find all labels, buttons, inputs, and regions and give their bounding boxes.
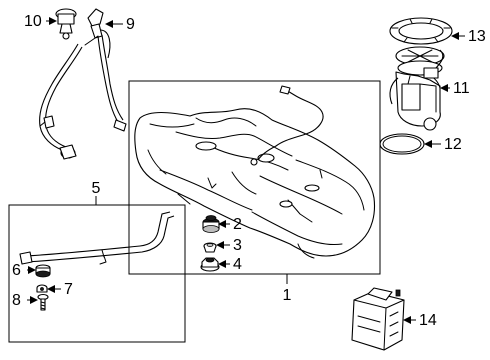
callout-6: 6 [12,262,36,279]
callout-10: 10 [24,13,57,30]
fuel-tank [134,108,376,259]
callout-7: 7 [47,281,73,298]
strap-group-frame [8,204,186,343]
callout-2-label: 2 [233,216,242,233]
callout-13-label: 13 [468,28,486,45]
callout-13: 13 [451,28,486,45]
callout-5-label: 5 [92,180,101,197]
strap-isolator-6 [35,264,51,278]
filler-cap [55,8,77,40]
callout-9-label: 9 [126,16,135,33]
fuel-pump-module [389,46,445,131]
callout-4: 4 [218,256,242,273]
callout-7-label: 7 [64,281,73,298]
callout-1-label: 1 [283,287,292,304]
pump-seal [379,133,425,155]
tank-vent-line [250,85,324,166]
callout-3-label: 3 [233,237,242,254]
callout-6-label: 6 [12,262,21,279]
bolt-8 [37,293,49,311]
lock-ring [389,17,453,45]
callout-14-label: 14 [419,312,437,329]
callout-5: 5 [92,180,101,205]
callout-9: 9 [105,16,135,33]
filler-neck-assembly [39,8,127,160]
tank-strap [19,211,175,265]
callout-3: 3 [216,237,242,254]
callout-4-label: 4 [233,256,242,273]
callout-1: 1 [283,274,292,304]
callout-10-label: 10 [24,13,42,30]
callout-12-label: 12 [444,136,462,153]
callout-2: 2 [218,216,242,233]
nut-7 [36,284,48,293]
callout-8: 8 [12,292,38,309]
callout-8-label: 8 [12,292,21,309]
callout-11-label: 11 [453,80,470,97]
callout-11: 11 [440,80,470,97]
grommet-2 [202,215,220,233]
control-module [351,287,405,351]
isolator-4 [200,257,220,272]
spacer-3 [203,242,217,253]
callout-14: 14 [403,312,437,329]
callout-12: 12 [424,136,462,153]
tank-group-frame [128,80,381,275]
